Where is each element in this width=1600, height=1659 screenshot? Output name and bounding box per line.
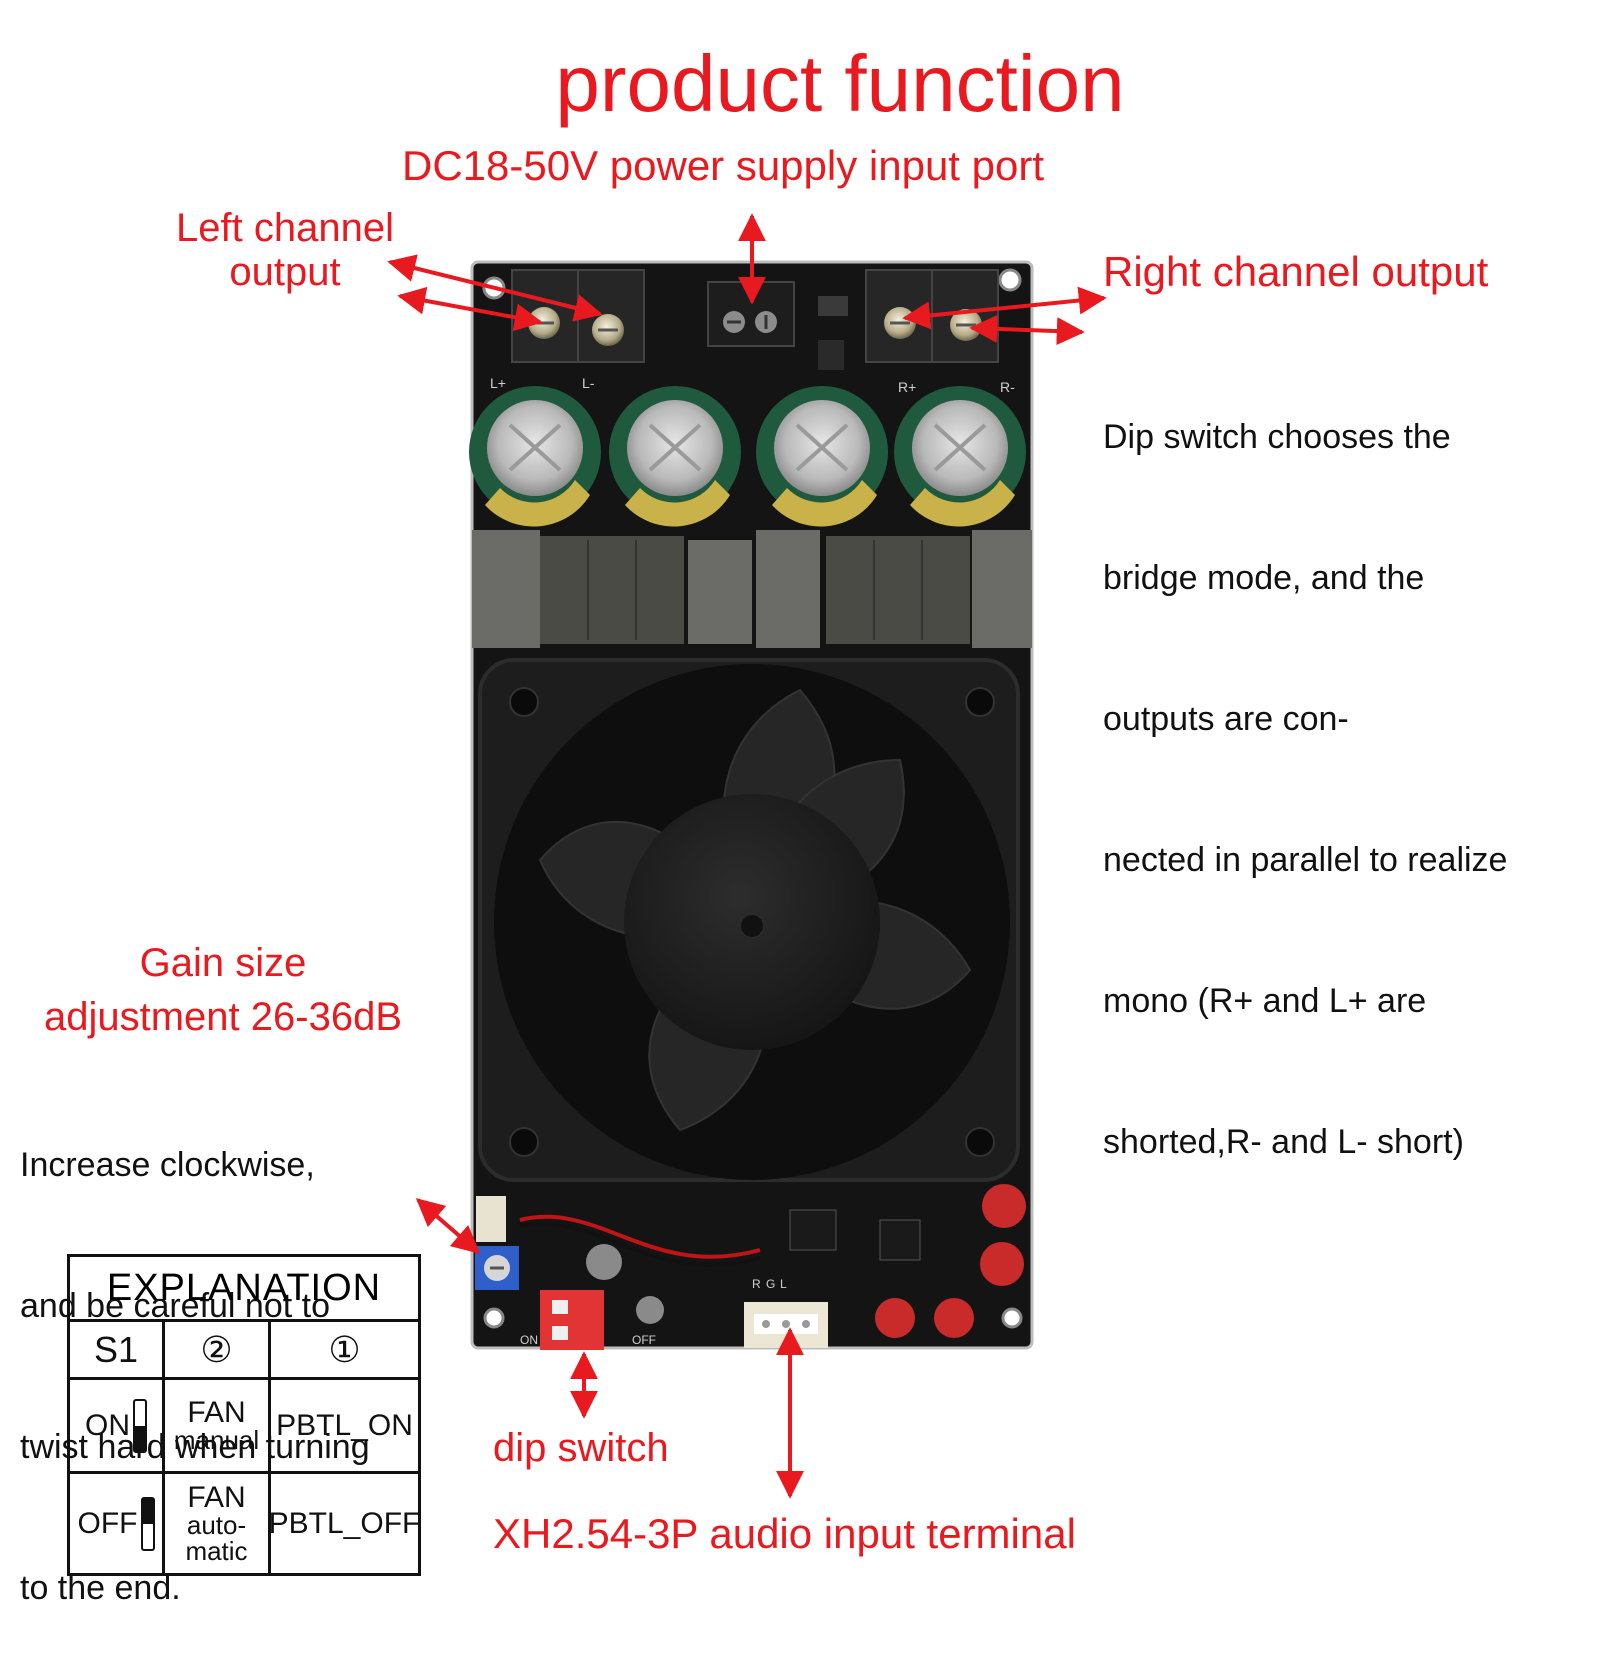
dip-desc-line: bridge mode, and the	[1103, 559, 1425, 597]
annotation-arrows	[387, 213, 1107, 1499]
gain-label: Gain size adjustment 26-36dB	[18, 936, 428, 1044]
state-on: ON	[70, 1380, 162, 1471]
capacitor-row	[469, 386, 1026, 527]
audio-input-label: XH2.54-3P audio input terminal	[493, 1510, 1076, 1557]
gain-label-line2: adjustment 26-36dB	[43, 995, 402, 1039]
explanation-column-headers: S1 ② ①	[70, 1319, 418, 1377]
explanation-table: EXPLANATION S1 ② ① ON FAN manual PBTL_ON…	[67, 1254, 421, 1576]
fan-sub-label: manual	[173, 1424, 260, 1455]
gain-label-line1: Gain size	[139, 941, 307, 985]
silk-off: OFF	[632, 1333, 656, 1347]
left-output-label-line2: output	[229, 250, 341, 294]
explanation-header: EXPLANATION	[106, 1266, 382, 1309]
silk-l-minus-top: L-	[582, 375, 595, 391]
silk-r-minus-top: R-	[1000, 379, 1015, 395]
right-output-label: Right channel output	[1103, 248, 1489, 295]
silk-r-plus-top: R+	[898, 379, 916, 395]
silk-r: R	[752, 1277, 761, 1291]
fan-automatic: FAN auto- matic	[162, 1474, 268, 1573]
capacitor	[756, 386, 888, 527]
page-title: product function	[555, 39, 1125, 128]
pbtl-off: PBTL_OFF	[268, 1474, 420, 1573]
dip-switch-description: Dip switch chooses the bridge mode, and …	[1103, 320, 1507, 1213]
state-off: OFF	[70, 1474, 162, 1573]
dip-desc-line: outputs are con-	[1103, 700, 1349, 738]
silk-g: G	[766, 1277, 775, 1291]
arrow-left-output-2	[397, 286, 543, 332]
dc-input-label: DC18-50V power supply input port	[402, 142, 1045, 189]
silk-on: ON	[520, 1333, 538, 1347]
amplifier-board: R G L ON OFF L+ L- R+ R-	[469, 260, 1034, 1350]
capacitor	[469, 386, 601, 527]
fan-manual: FAN manual	[162, 1380, 268, 1471]
gain-desc-line: Increase clockwise,	[20, 1146, 315, 1184]
inductor-row	[472, 530, 1032, 648]
arrow-right-output-1	[902, 286, 1107, 330]
capacitor	[609, 386, 741, 527]
mounting-hole	[483, 1307, 505, 1329]
fan-main-label: FAN	[187, 1395, 246, 1429]
explanation-row-on: ON FAN manual PBTL_ON	[70, 1377, 418, 1471]
silk-l-plus-top: L+	[490, 375, 506, 391]
left-output-label-line1: Left channel	[176, 206, 394, 250]
dip-desc-line: shorted,R- and L- short)	[1103, 1123, 1464, 1161]
mounting-hole	[1001, 1307, 1023, 1329]
gain-desc-line: and be careful not to	[20, 1287, 331, 1325]
fan-sub-label: auto- matic	[185, 1509, 248, 1566]
column-1: ①	[268, 1322, 418, 1377]
pbtl-on: PBTL_ON	[268, 1380, 418, 1471]
arrow-right-output-2	[969, 314, 1085, 346]
state-off-label: OFF	[77, 1506, 138, 1540]
cooling-fan	[478, 658, 1020, 1182]
toggle-off-icon	[140, 1496, 155, 1551]
fan-connector	[476, 1196, 506, 1242]
gain-description: Increase clockwise, and be careful not t…	[20, 1048, 370, 1659]
fan-main-label: FAN	[187, 1480, 246, 1514]
column-s1: S1	[93, 1328, 139, 1370]
dip-switch-body	[540, 1290, 604, 1350]
left-output-terminal	[511, 269, 645, 363]
capacitor	[894, 386, 1026, 527]
state-on-label: ON	[85, 1408, 130, 1442]
dip-desc-line: nected in parallel to realize	[1103, 841, 1508, 879]
dip-switch-label: dip switch	[493, 1426, 669, 1470]
toggle-on-icon	[133, 1398, 147, 1453]
lower-components: R G L ON OFF L+ L- R+ R-	[475, 375, 1026, 1350]
arrow-gain	[415, 1198, 481, 1254]
dip-desc-line: mono (R+ and L+ are	[1103, 982, 1427, 1020]
dip-desc-line: Dip switch chooses the	[1103, 418, 1451, 456]
explanation-row-off: OFF FAN auto- matic PBTL_OFF	[70, 1471, 420, 1573]
silk-l: L	[780, 1277, 787, 1291]
column-2: ②	[162, 1322, 268, 1377]
mounting-hole	[998, 268, 1022, 292]
gain-desc-line: twist hard when turning	[20, 1428, 370, 1466]
left-output-label: Left channel output	[160, 206, 410, 294]
diagram-canvas: R G L ON OFF L+ L- R+ R-	[387, 213, 1107, 1499]
